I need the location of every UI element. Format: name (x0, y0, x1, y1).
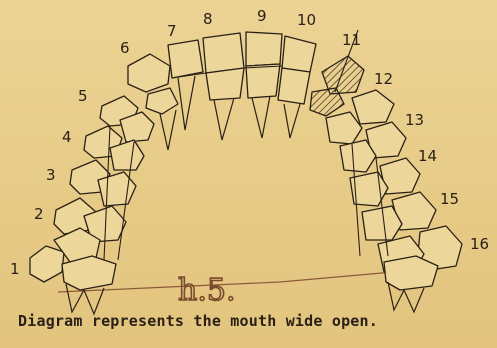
tooth-number-11: 11 (342, 31, 361, 49)
tooth-number-5: 5 (78, 87, 88, 105)
tooth-7 (168, 40, 203, 130)
tooth-number-7: 7 (167, 22, 177, 40)
tooth-number-12: 12 (374, 70, 393, 88)
tooth-number-4: 4 (62, 128, 72, 146)
incisors (168, 32, 316, 140)
tooth-10 (278, 36, 316, 138)
tooth-number-10: 10 (297, 11, 316, 29)
diagram-caption: Diagram represents the mouth wide open. (18, 312, 488, 330)
tooth-8 (203, 33, 244, 140)
tooth-number-9: 9 (257, 7, 267, 25)
tooth-9 (246, 32, 282, 138)
tooth-number-13: 13 (405, 111, 424, 129)
tooth-number-3: 3 (46, 166, 56, 184)
tooth-number-14: 14 (418, 147, 437, 165)
tooth-number-16: 16 (470, 235, 489, 253)
left-posterior-teeth (30, 96, 154, 314)
handwritten-note: h.5. (178, 273, 235, 308)
tooth-number-6: 6 (120, 39, 130, 57)
tooth-number-1: 1 (10, 260, 20, 278)
tooth-number-8: 8 (203, 10, 213, 28)
tooth-number-15: 15 (440, 190, 459, 208)
tooth-number-2: 2 (34, 205, 44, 223)
